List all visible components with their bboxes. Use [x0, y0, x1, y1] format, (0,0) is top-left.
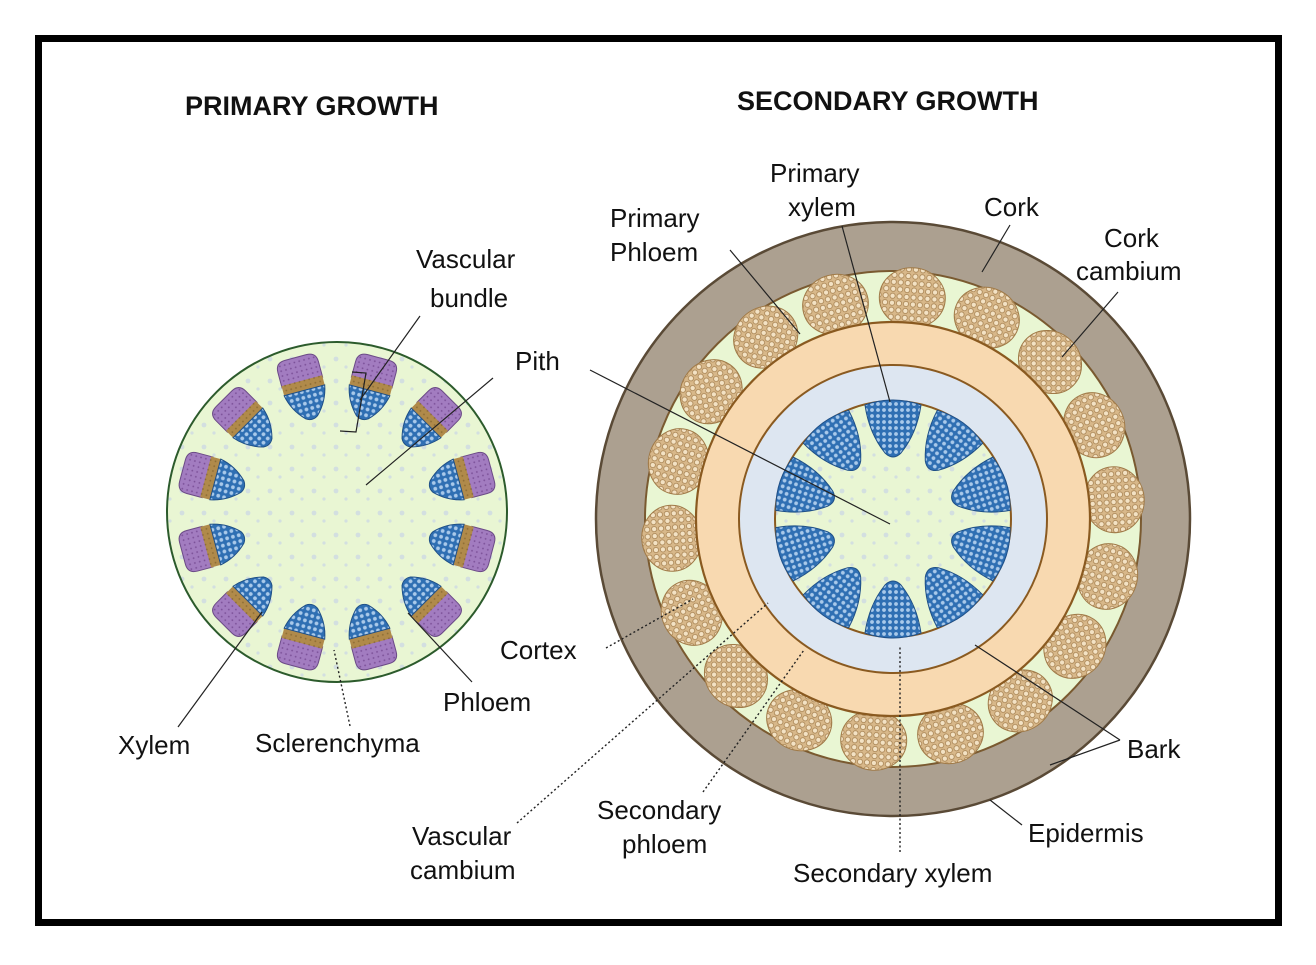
label-primary-xylem-line2: xylem — [788, 192, 856, 222]
leader-cortex — [605, 598, 694, 649]
leader-secondary-phloem — [702, 649, 805, 793]
vascular-bundle — [178, 523, 246, 573]
sclerenchyma-band — [281, 375, 325, 396]
sclerenchyma-band — [411, 586, 449, 624]
primary-phloem-patches — [641, 267, 1145, 771]
xylem-region — [401, 576, 442, 617]
primary-xylem-wedge — [864, 580, 922, 639]
leader-vascular-cambium — [516, 602, 769, 824]
label-vascular-cambium-line1: Vascular — [412, 821, 512, 851]
sclerenchyma-band — [281, 628, 325, 649]
label-vascular-bundle-line1: Vascular — [416, 244, 516, 274]
vascular-bundle — [401, 387, 462, 448]
xylem-region — [428, 458, 465, 501]
primary-growth-title: PRIMARY GROWTH — [185, 91, 439, 121]
secondary-growth-title: SECONDARY GROWTH — [737, 86, 1039, 116]
primary-stem-cross-section — [166, 341, 508, 683]
leader-bark-outer — [1049, 739, 1121, 766]
phloem-region — [416, 387, 462, 433]
leader-primary-xylem — [841, 225, 891, 403]
phloem-region — [416, 591, 462, 637]
primary-xylem-wedge — [864, 399, 922, 458]
xylem-region — [232, 407, 273, 448]
phloem-region — [212, 387, 258, 433]
leader-pith-primary — [365, 377, 494, 486]
label-vascular-cambium-line2: cambium — [410, 855, 515, 885]
primary-xylem-wedge — [924, 409, 984, 472]
vascular-bundle-bracket — [339, 371, 367, 433]
label-secondary-xylem: Secondary xylem — [793, 858, 992, 888]
primary-xylem-wedge — [951, 525, 1011, 582]
sclerenchyma-band — [200, 524, 221, 568]
label-primary-phloem-line1: Primary — [610, 203, 700, 233]
xylem-region — [428, 523, 465, 566]
label-epidermis: Epidermis — [1028, 818, 1144, 848]
vascular-bundle — [428, 523, 496, 573]
xylem-region — [283, 603, 326, 640]
leader-primary-phloem — [729, 249, 801, 335]
primary-xylem-wedge — [924, 566, 984, 629]
sclerenchyma-band — [200, 456, 221, 500]
vascular-bundle — [428, 451, 496, 501]
primary-xylem-wedge — [775, 525, 835, 582]
leader-phloem — [407, 612, 473, 683]
sclerenchyma-band — [225, 586, 263, 624]
label-pith: Pith — [515, 346, 560, 376]
leader-vascular-bundle — [359, 315, 421, 401]
leader-epidermis — [989, 799, 1023, 826]
leader-pith-secondary — [589, 369, 891, 525]
label-phloem: Phloem — [443, 687, 531, 717]
primary-vascular-bundles — [178, 353, 496, 671]
xylem-region — [209, 523, 246, 566]
label-xylem: Xylem — [118, 730, 190, 760]
label-primary-phloem-line2: Phloem — [610, 237, 698, 267]
vascular-bundle — [401, 576, 462, 637]
leader-bark-inner — [974, 644, 1121, 741]
primary-xylem-wedge — [775, 456, 835, 513]
label-vascular-bundle-line2: bundle — [430, 283, 508, 313]
xylem-region — [401, 407, 442, 448]
primary-xylem-wedge — [951, 456, 1011, 513]
label-cork-cambium-line1: Cork — [1104, 223, 1160, 253]
label-bark: Bark — [1127, 734, 1181, 764]
label-primary-xylem-line1: Primary — [770, 158, 860, 188]
xylem-region — [283, 384, 326, 421]
primary-xylem-wedges — [775, 399, 1011, 639]
xylem-region — [209, 458, 246, 501]
sclerenchyma-band — [225, 400, 263, 438]
vascular-bundle — [178, 451, 246, 501]
sclerenchyma-band — [453, 524, 474, 568]
vascular-bundle — [276, 603, 326, 671]
leader-cork-cambium — [1061, 291, 1119, 358]
label-cork-cambium-line2: cambium — [1076, 256, 1181, 286]
vascular-bundle — [212, 387, 273, 448]
sclerenchyma-band — [453, 456, 474, 500]
vascular-bundle — [348, 603, 398, 671]
vascular-bundle — [276, 353, 326, 421]
label-secondary-phloem-line2: phloem — [622, 829, 707, 859]
label-sclerenchyma: Sclerenchyma — [255, 728, 420, 758]
primary-xylem-wedge — [802, 409, 862, 472]
leader-xylem — [177, 611, 263, 728]
xylem-region — [348, 603, 391, 640]
sclerenchyma-band — [411, 400, 449, 438]
sclerenchyma-band — [349, 628, 393, 649]
phloem-region — [212, 591, 258, 637]
label-cork: Cork — [984, 192, 1040, 222]
leader-sclerenchyma — [333, 649, 351, 727]
label-secondary-phloem-line1: Secondary — [597, 795, 721, 825]
leader-cork — [981, 224, 1011, 273]
label-cortex: Cortex — [500, 635, 577, 665]
xylem-region — [232, 576, 273, 617]
primary-xylem-wedge — [802, 566, 862, 629]
vascular-bundle — [212, 576, 273, 637]
